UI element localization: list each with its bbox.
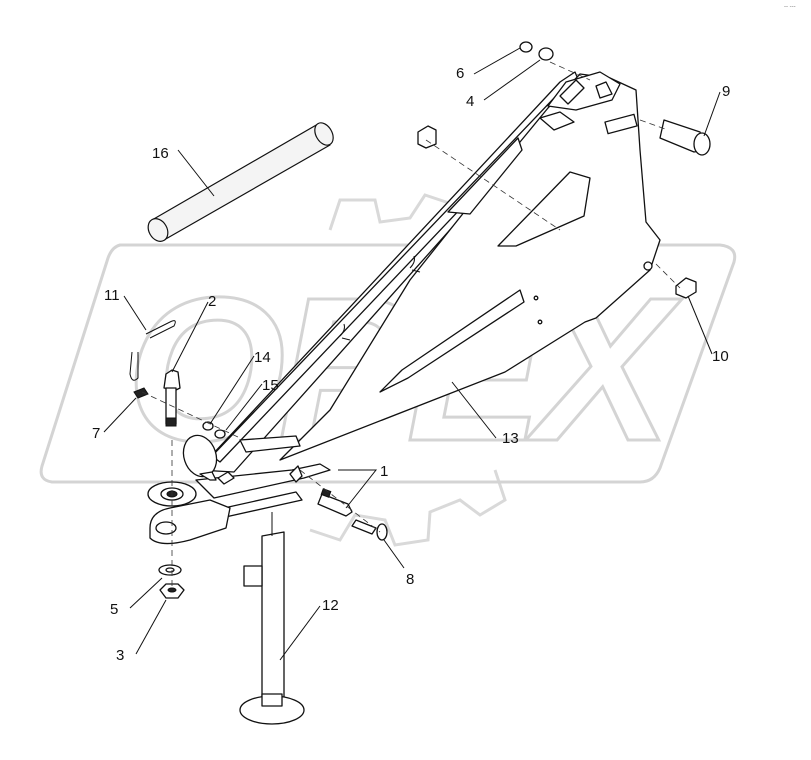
callout-2: 2 xyxy=(208,293,216,310)
drawbar-frame xyxy=(195,71,661,521)
callout-14: 14 xyxy=(254,349,271,366)
part-4-ring xyxy=(538,47,554,61)
callout-15: 15 xyxy=(262,377,279,394)
callout-1: 1 xyxy=(380,463,388,480)
assembly-axes xyxy=(141,61,681,590)
part-6-ring xyxy=(519,41,533,53)
part-3-nut xyxy=(159,583,185,599)
callout-13: 13 xyxy=(502,430,519,447)
part-1-pin xyxy=(317,488,353,517)
part-11-split-pin xyxy=(129,320,176,381)
callout-7: 7 xyxy=(92,425,100,442)
callout-8: 8 xyxy=(406,571,414,588)
callout-12: 12 xyxy=(322,597,339,614)
part-8-bolt xyxy=(351,519,388,541)
callout-4: 4 xyxy=(466,93,474,110)
leader-lines xyxy=(103,47,721,661)
part-12-jack-stand xyxy=(239,512,305,725)
part-10-bushing xyxy=(675,277,697,299)
callout-10: 10 xyxy=(712,348,729,365)
callout-16: 16 xyxy=(152,145,169,162)
callout-11: 11 xyxy=(104,287,120,304)
callout-9: 9 xyxy=(722,83,730,100)
callout-5: 5 xyxy=(110,601,118,618)
callout-6: 6 xyxy=(456,65,464,82)
corner-code: -- --- xyxy=(784,4,796,10)
part-16-tube xyxy=(147,122,334,242)
callouts: 1 2 3 4 5 6 7 8 9 10 11 12 13 14 15 16 xyxy=(92,65,730,664)
part-9-pin xyxy=(659,119,711,156)
part-5-washer xyxy=(158,564,182,576)
part-7-clip xyxy=(133,387,149,399)
callout-3: 3 xyxy=(116,647,124,664)
frame-bushing xyxy=(417,125,437,149)
